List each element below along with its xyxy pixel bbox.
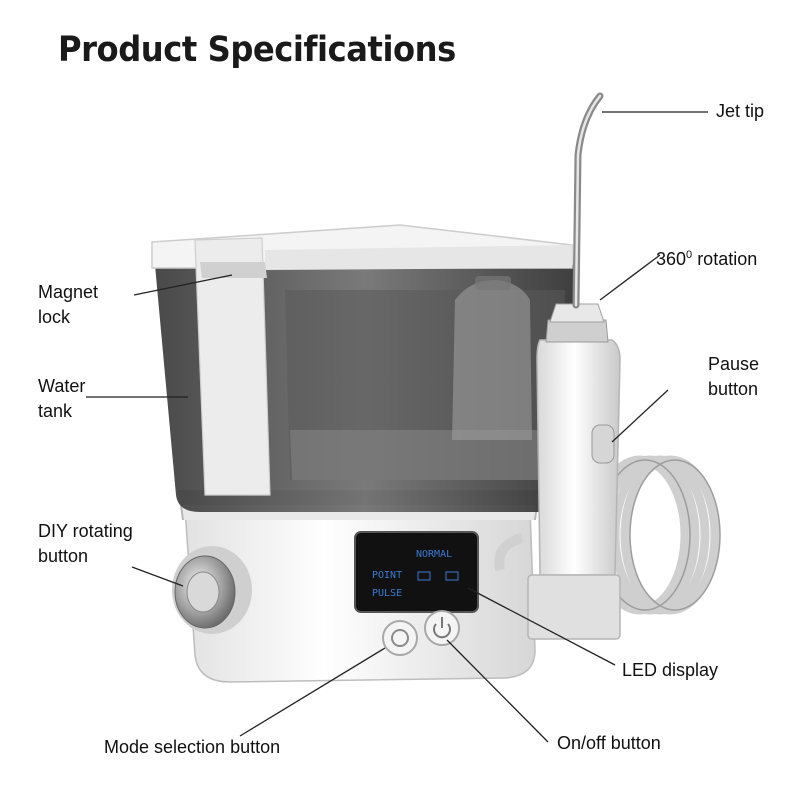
label-magnet-lock: Magnet lock — [38, 280, 98, 330]
pause-button[interactable] — [591, 424, 615, 464]
pause-line2: button — [708, 379, 759, 399]
label-water-tank: Water tank — [38, 374, 85, 424]
diy-line2: button — [38, 546, 89, 566]
leader-lines — [86, 111, 708, 743]
label-led-display: LED display — [622, 660, 719, 680]
magnet-line1: Magnet — [38, 282, 99, 302]
led-display-panel: POINT NORMAL PULSE — [354, 531, 479, 613]
led-normal-text: NORMAL — [416, 549, 452, 560]
mode-selection-button[interactable] — [382, 620, 418, 656]
rotation-word: rotation — [697, 249, 758, 269]
page-title: Product Specifications — [58, 30, 456, 70]
led-point-text: POINT — [372, 570, 402, 581]
water-line1: Water — [38, 376, 86, 396]
water-tank — [151, 224, 575, 512]
label-diy-rotating-button: DIY rotating button — [38, 519, 133, 569]
power-button[interactable] — [424, 610, 460, 646]
diy-line1: DIY rotating — [38, 521, 133, 541]
handle-unit — [494, 303, 621, 640]
label-360-rotation: 3600 rotation — [656, 247, 757, 272]
label-onoff-button: On/off button — [557, 733, 661, 753]
led-pulse-text: PULSE — [372, 588, 402, 599]
jet-tip — [572, 92, 604, 309]
magnet-line2: lock — [38, 307, 71, 327]
water-line2: tank — [38, 401, 73, 421]
label-jet-tip: Jet tip — [716, 101, 765, 121]
label-mode-selection-button: Mode selection button — [104, 737, 281, 757]
diy-rotating-knob[interactable] — [172, 546, 252, 634]
pause-line1: Pause — [708, 354, 760, 374]
rotation-number: 360 — [656, 249, 687, 269]
rotation-superscript: 0 — [686, 249, 693, 261]
label-pause-button: Pause button — [708, 352, 759, 402]
